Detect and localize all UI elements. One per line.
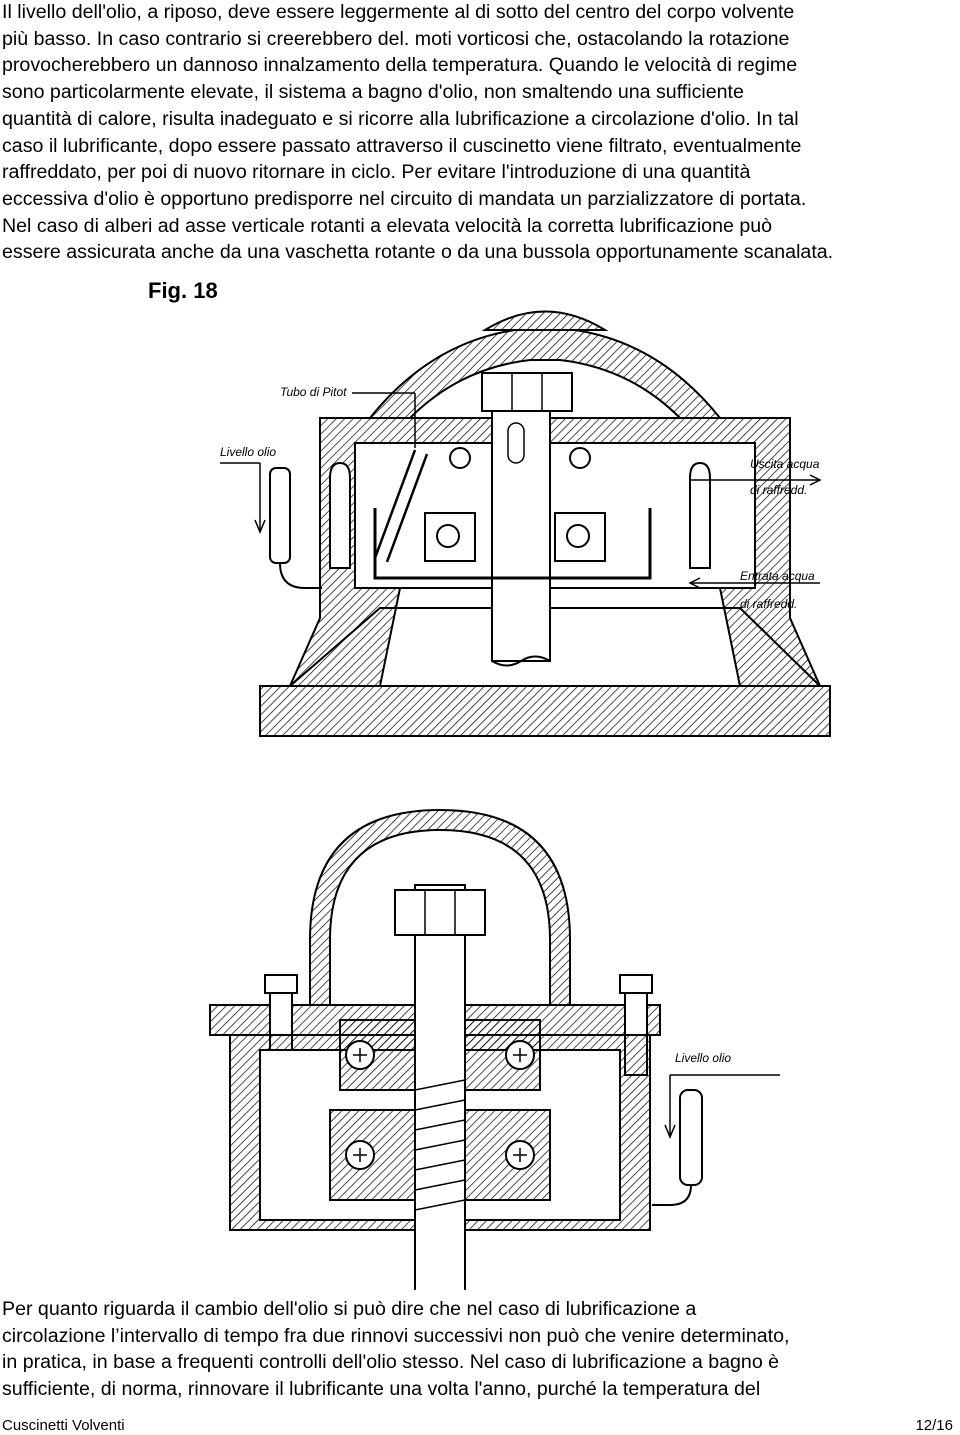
text-line: Nel caso di alberi ad asse verticale rot… — [2, 214, 773, 237]
text-line: provocherebbero un dannoso innalzamento … — [2, 54, 798, 77]
spiral-groove — [414, 1079, 466, 1211]
shaft-nut — [481, 372, 573, 412]
base-flange — [259, 685, 831, 737]
text-line: circolazione l’intervallo di tempo fra d… — [2, 1324, 790, 1347]
paragraph-bottom: Per quanto riguarda il cambio dell'olio … — [2, 1296, 958, 1403]
upper-bearing-ball-right — [569, 447, 591, 469]
figure-18-upper-drawing: Fig. 18 Tubo di Pitot Livello olio Uscit… — [148, 278, 831, 737]
oil-level-sight-glass — [269, 467, 291, 564]
text-line: quantità di calore, risulta inadeguato e… — [2, 107, 799, 130]
label-water-in-2: di raffredd. — [740, 597, 797, 611]
text-line: più basso. In caso contrario si creerebb… — [2, 27, 790, 50]
footer-title: Cuscinetti Volventi — [2, 1417, 125, 1434]
text-line: Il livello dell'olio, a riposo, deve ess… — [2, 1, 795, 23]
vertical-shaft — [414, 884, 466, 1290]
text-line: Per quanto riguarda il cambio dell'olio … — [2, 1298, 697, 1320]
text-line: sono particolarmente elevate, il sistema… — [2, 81, 744, 104]
text-line: eccessiva d'olio è opportuno predisporre… — [2, 187, 807, 210]
text-line: raffreddato, per poi di nuovo ritornare … — [2, 161, 751, 184]
upper-bearing-ball-left — [449, 447, 471, 469]
text-line: sufficiente, di norma, rinnovare il lubr… — [2, 1378, 761, 1401]
label-water-out-1: Uscita acqua — [750, 457, 820, 471]
pitot-tube — [373, 449, 429, 563]
lower-bearing-ball-left — [436, 524, 460, 548]
text-line: essere assicurata anche da una vaschetta… — [2, 241, 834, 264]
text-line: in pratica, in base a frequenti controll… — [2, 1351, 780, 1374]
label-oil-level-lower: Livello olio — [675, 1051, 731, 1065]
label-pitot-tube: Tubo di Pitot — [280, 385, 347, 399]
footer-page-number: 12/16 — [915, 1417, 953, 1434]
shaft-nut — [394, 889, 486, 936]
text-line: caso il lubrificante, dopo essere passat… — [2, 134, 802, 157]
label-water-in-1: Entrata acqua — [740, 569, 815, 583]
figure-title: Fig. 18 — [148, 278, 218, 303]
figure-18-lower-drawing: Livello olio — [209, 808, 780, 1290]
paragraph-top: Il livello dell'olio, a riposo, deve ess… — [2, 0, 958, 266]
label-oil-level: Livello olio — [220, 445, 276, 459]
label-water-out-2: di raffredd. — [750, 483, 807, 497]
rotating-oil-cup — [373, 508, 652, 580]
oil-level-sight-glass — [679, 1089, 703, 1186]
lower-bearing-ball-right — [566, 524, 590, 548]
